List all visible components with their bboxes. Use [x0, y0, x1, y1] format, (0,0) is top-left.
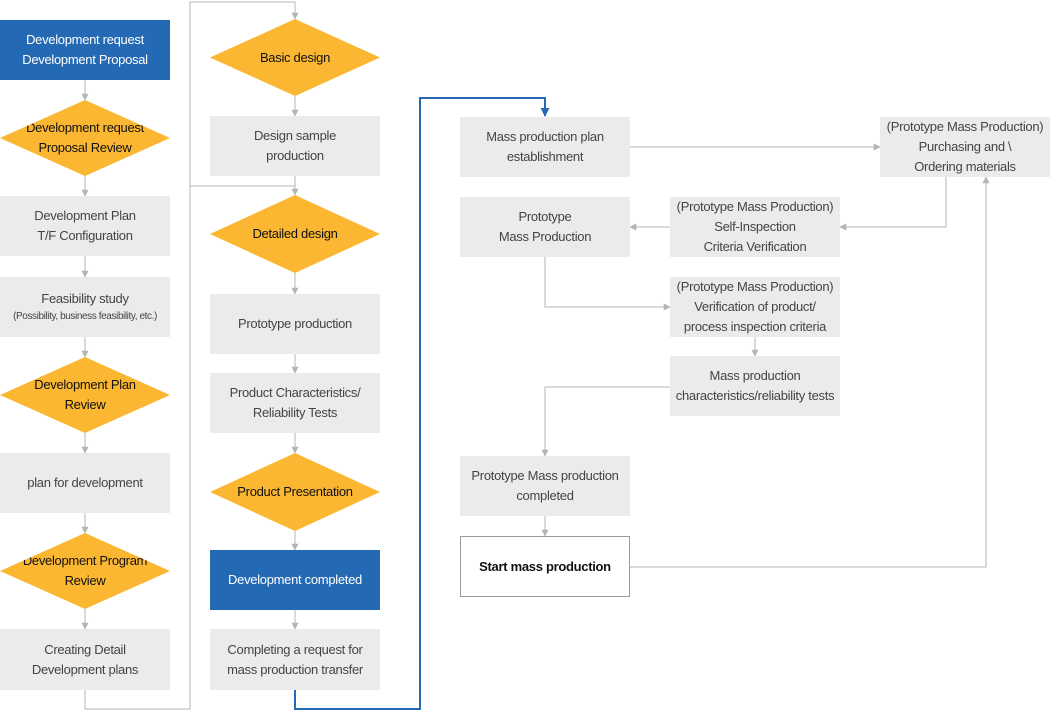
detail-plans-box[interactable]: Creating Detail Development plans [0, 629, 170, 690]
purchasing-materials-box[interactable]: (Prototype Mass Production) Purchasing a… [880, 117, 1050, 177]
feasibility-study-box[interactable]: Feasibility study (Possibility, business… [0, 277, 170, 337]
tf-configuration-box[interactable]: Development Plan T/F Configuration [0, 196, 170, 256]
transfer-request-box[interactable]: Completing a request for mass production… [210, 629, 380, 690]
mass-production-tests-box[interactable]: Mass production characteristics/reliabil… [670, 356, 840, 416]
characteristics-tests-box[interactable]: Product Characteristics/ Reliability Tes… [210, 373, 380, 433]
design-sample-box[interactable]: Design sample production [210, 116, 380, 176]
dev-request-box[interactable]: Development request Development Proposal [0, 20, 170, 80]
self-inspection-box[interactable]: (Prototype Mass Production) Self-Inspect… [670, 197, 840, 257]
development-completed-box[interactable]: Development completed [210, 550, 380, 610]
prototype-completed-box[interactable]: Prototype Mass production completed [460, 456, 630, 516]
plan-establishment-box[interactable]: Mass production plan establishment [460, 117, 630, 177]
plan-for-development-box[interactable]: plan for development [0, 453, 170, 513]
start-mass-production-box[interactable]: Start mass production [460, 536, 630, 597]
inspection-criteria-verification-box[interactable]: (Prototype Mass Production) Verification… [670, 277, 840, 337]
prototype-mass-production-box[interactable]: Prototype Mass Production [460, 197, 630, 257]
prototype-production-box[interactable]: Prototype production [210, 294, 380, 354]
